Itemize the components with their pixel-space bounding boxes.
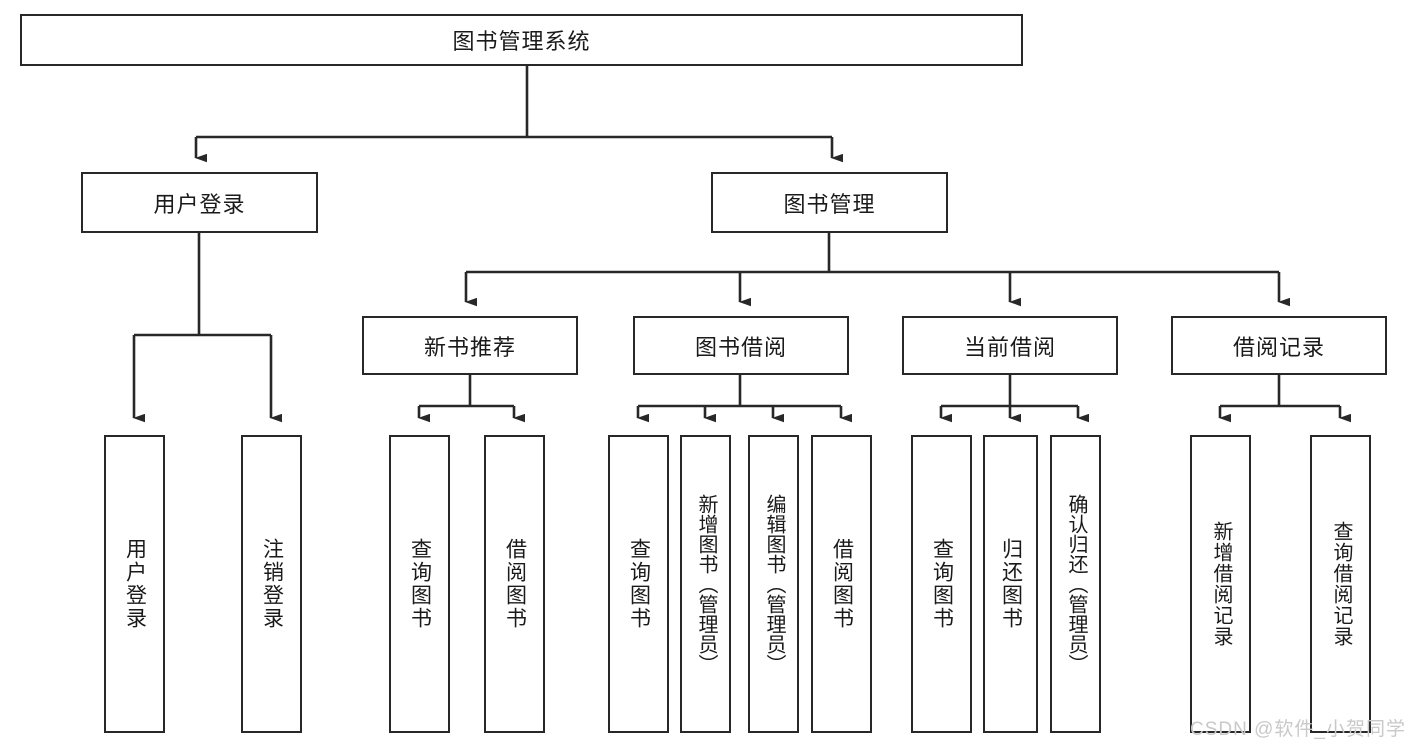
leaf-query-book-current[interactable]: 查询图书 [911, 435, 972, 733]
leaf-query-book-recommend[interactable]: 查询图书 [389, 435, 450, 733]
node-label: 借阅图书 [830, 538, 854, 630]
node-label: 新增借阅记录 [1210, 521, 1232, 647]
node-book-management[interactable]: 图书管理 [711, 172, 948, 233]
leaf-add-borrow-record[interactable]: 新增借阅记录 [1190, 435, 1251, 733]
node-label: 查询借阅记录 [1330, 521, 1352, 647]
csdn-watermark: CSDN @软件_小贺同学 [1190, 719, 1405, 740]
node-label: 用户登录 [153, 191, 246, 217]
node-label: 借阅图书 [503, 538, 527, 630]
node-label: 归还图书 [999, 538, 1023, 630]
leaf-return-book[interactable]: 归还图书 [983, 435, 1038, 733]
leaf-borrow-book-recommend[interactable]: 借阅图书 [484, 435, 545, 733]
node-label: 图书借阅 [694, 334, 787, 360]
node-label: 查询图书 [930, 538, 954, 630]
leaf-logout[interactable]: 注销登录 [241, 435, 302, 733]
leaf-confirm-return-admin[interactable]: 确认归还（管理员） [1050, 435, 1101, 733]
node-label: 查询图书 [627, 538, 651, 630]
leaf-user-login[interactable]: 用户登录 [104, 435, 165, 733]
node-user-login[interactable]: 用户登录 [81, 172, 318, 233]
node-label: 图书管理 [783, 191, 876, 217]
node-borrow-records[interactable]: 借阅记录 [1171, 316, 1387, 375]
leaf-query-book-borrow[interactable]: 查询图书 [608, 435, 669, 733]
node-book-borrow[interactable]: 图书借阅 [633, 316, 849, 375]
node-label: 注销登录 [260, 538, 284, 630]
node-label: 新书推荐 [423, 334, 516, 360]
node-label: 借阅记录 [1232, 334, 1325, 360]
leaf-edit-book-admin[interactable]: 编辑图书（管理员） [748, 435, 799, 733]
node-root-system[interactable]: 图书管理系统 [20, 14, 1023, 66]
node-label: 新增图书（管理员） [695, 494, 717, 674]
node-new-book-recommend[interactable]: 新书推荐 [362, 316, 578, 375]
leaf-add-book-admin[interactable]: 新增图书（管理员） [680, 435, 731, 733]
node-label: 图书管理系统 [452, 29, 591, 54]
leaf-borrow-book-borrow[interactable]: 借阅图书 [811, 435, 872, 733]
node-label: 用户登录 [123, 538, 147, 630]
node-label: 当前借阅 [963, 334, 1056, 360]
leaf-query-borrow-record[interactable]: 查询借阅记录 [1310, 435, 1371, 733]
node-label: 确认归还（管理员） [1065, 494, 1087, 674]
node-current-borrow[interactable]: 当前借阅 [902, 316, 1118, 375]
node-label: 编辑图书（管理员） [763, 494, 785, 674]
node-label: 查询图书 [408, 538, 432, 630]
